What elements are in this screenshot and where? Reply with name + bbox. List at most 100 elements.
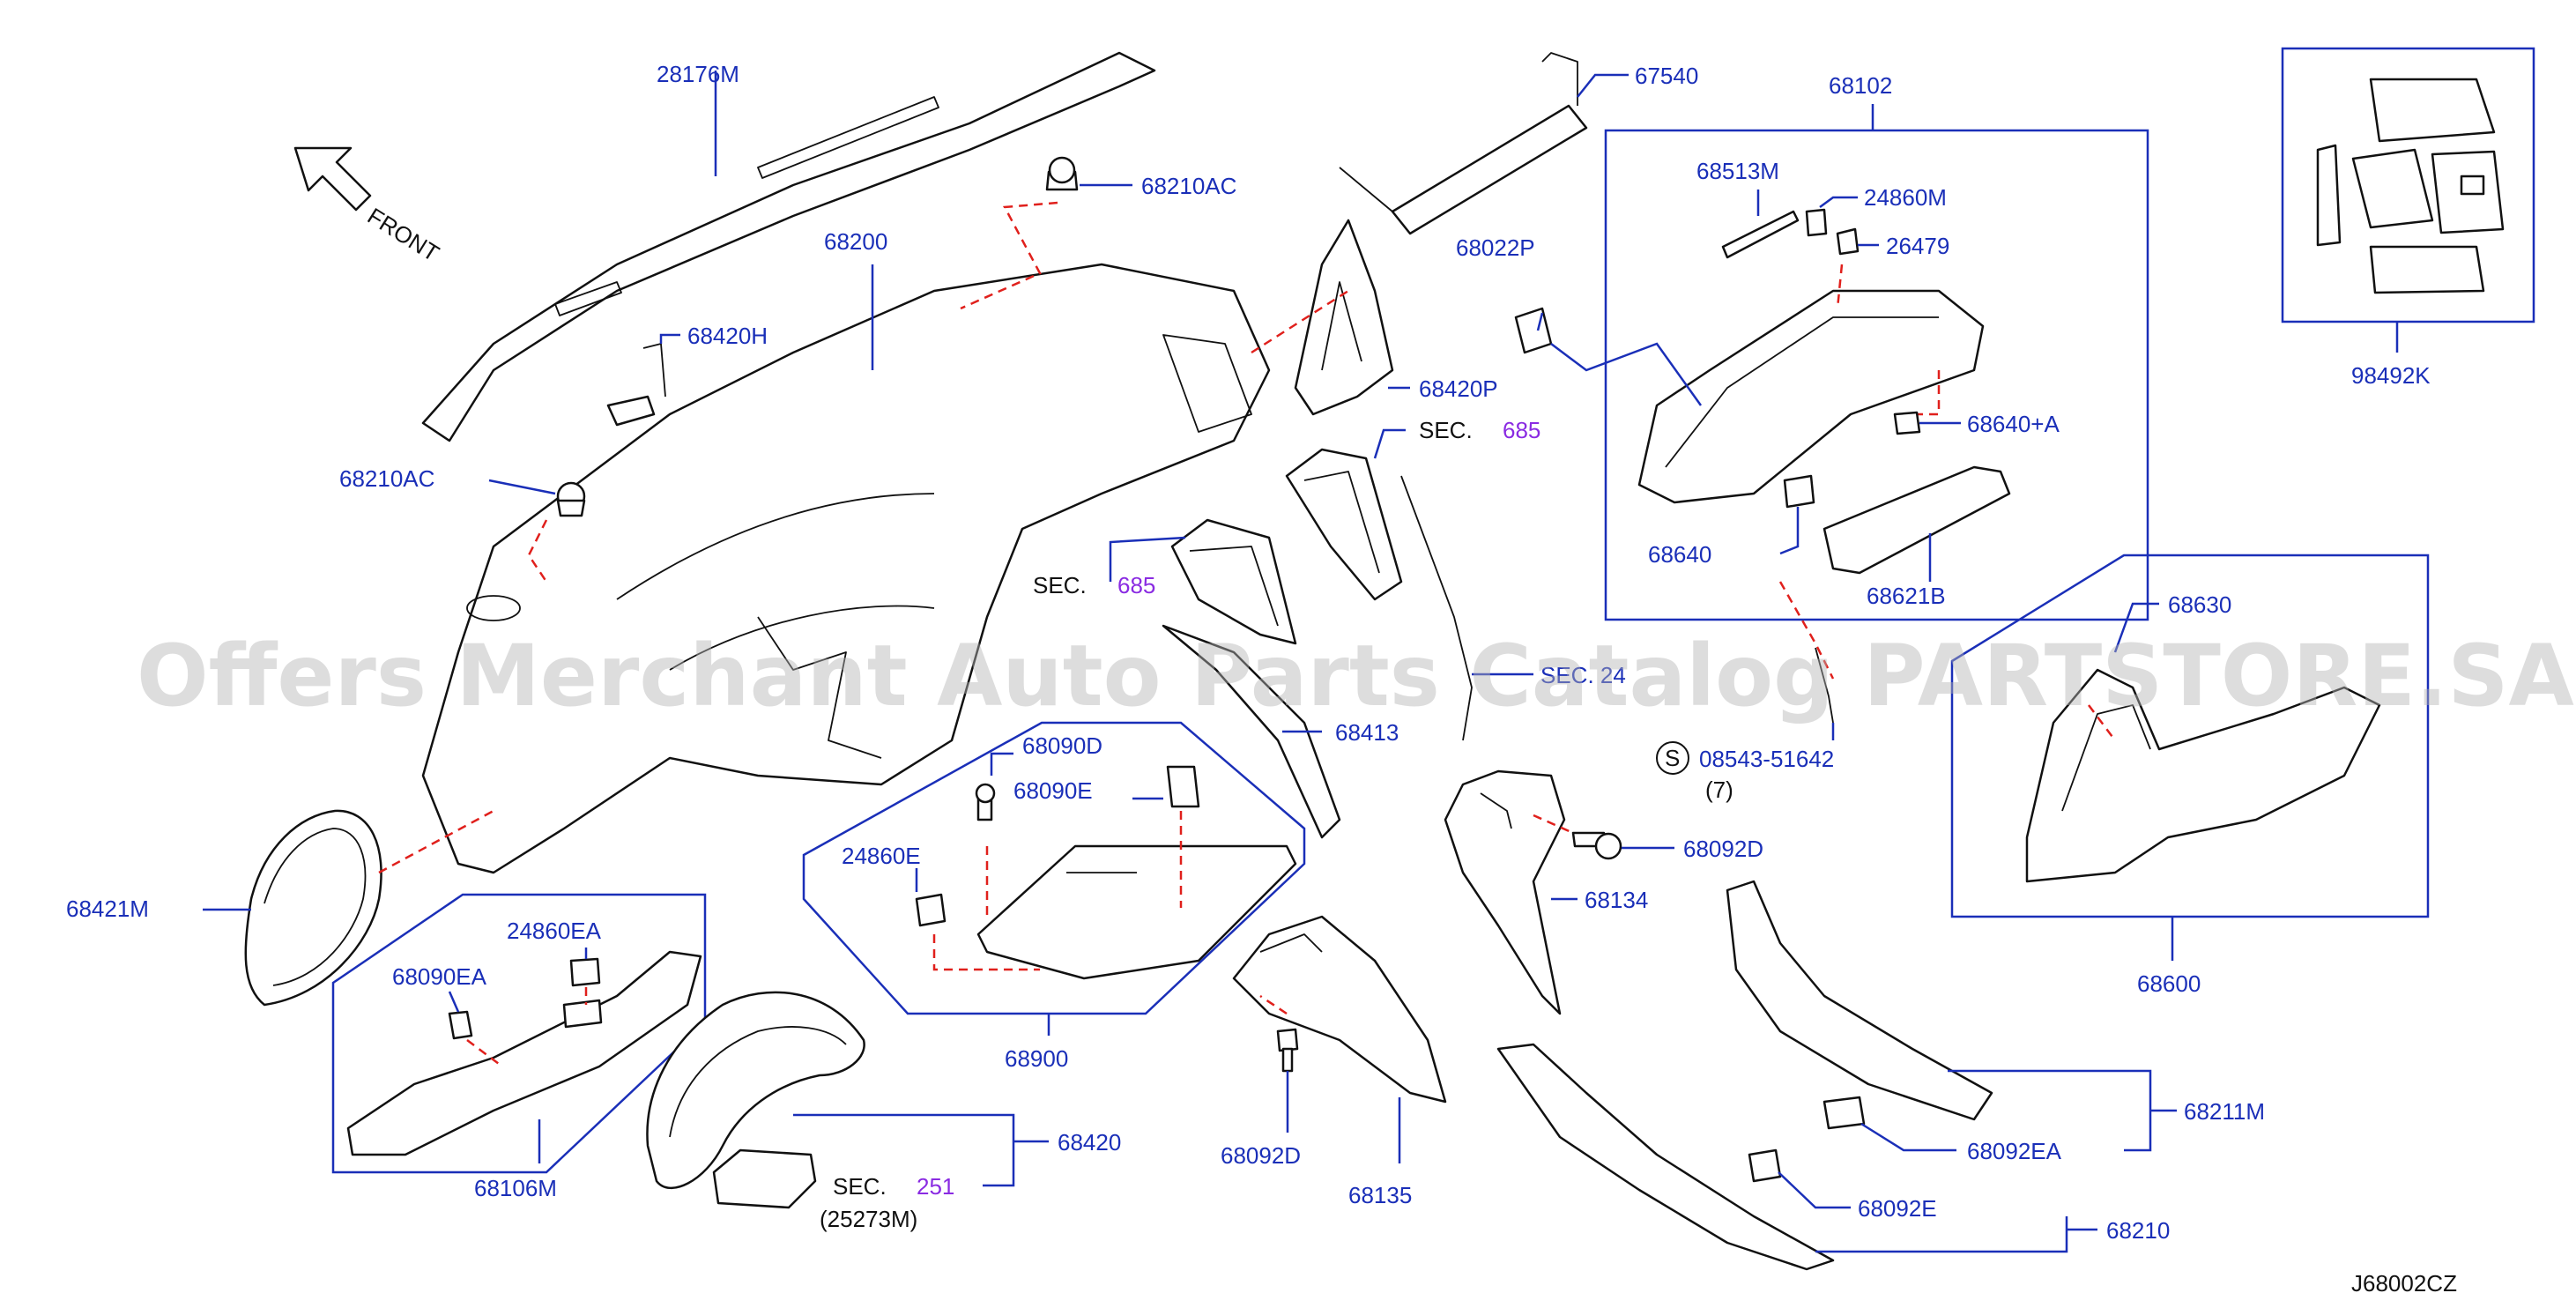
label-68413: 68413 bbox=[1335, 719, 1399, 746]
group-box-98492K bbox=[2281, 47, 2535, 323]
label-68210AC-top: 68210AC bbox=[1141, 173, 1236, 199]
part-68640-clip bbox=[1783, 474, 1815, 509]
dash-68135 bbox=[1259, 994, 1288, 1015]
leader-68210 bbox=[1815, 1216, 2097, 1253]
part-68090D-screw bbox=[975, 783, 996, 821]
dash-68134 bbox=[1533, 814, 1574, 835]
part-68900-panel bbox=[976, 844, 1297, 980]
label-68134: 68134 bbox=[1585, 887, 1648, 913]
group-box-68900 bbox=[802, 721, 1306, 1015]
part-68106M-trim bbox=[346, 950, 702, 1156]
sec-ref-685-b: 685 bbox=[1117, 572, 1155, 598]
leader-sec685-a bbox=[1373, 428, 1406, 459]
label-68090D: 68090D bbox=[1022, 732, 1102, 759]
leader-68092EA bbox=[1860, 1122, 1956, 1152]
sec-label-b: SEC. bbox=[1033, 572, 1087, 598]
label-25273M: (25273M) bbox=[820, 1206, 917, 1232]
part-68134-trim bbox=[1444, 769, 1566, 1015]
part-68210AC-clip-left bbox=[556, 481, 586, 517]
label-68022P: 68022P bbox=[1456, 234, 1535, 261]
leader-68092E bbox=[1778, 1171, 1851, 1209]
part-68420H-bracket bbox=[606, 343, 666, 427]
label-68640: 68640 bbox=[1648, 541, 1711, 568]
label-24860EA: 24860EA bbox=[507, 918, 602, 944]
part-98492K-kit bbox=[2316, 78, 2505, 294]
part-68420P-panel bbox=[1294, 219, 1394, 416]
label-67540: 67540 bbox=[1635, 63, 1698, 89]
label-68135: 68135 bbox=[1348, 1182, 1412, 1208]
sec-label-251: SEC. bbox=[833, 1173, 887, 1200]
label-68630: 68630 bbox=[2168, 591, 2231, 618]
label-68200: 68200 bbox=[824, 228, 887, 255]
label-68090E: 68090E bbox=[1013, 777, 1093, 804]
part-28176M-panel bbox=[421, 51, 1156, 442]
label-68092D-right: 68092D bbox=[1683, 836, 1763, 862]
group-box-68102 bbox=[1604, 129, 2149, 621]
diagram-id: J68002CZ bbox=[2351, 1270, 2457, 1297]
dash-68210AC-top bbox=[960, 201, 1058, 310]
leader-68090D bbox=[990, 752, 1013, 776]
dash-68900 bbox=[932, 811, 1183, 971]
part-68210AC-clip-top bbox=[1045, 156, 1079, 191]
part-duct-lower bbox=[1170, 518, 1297, 645]
label-68420H: 68420H bbox=[687, 323, 768, 349]
label-bolt-code: 08543-51642 bbox=[1699, 746, 1834, 772]
part-68211M-trim bbox=[1726, 880, 1993, 1121]
sec-ref-251: 251 bbox=[917, 1173, 954, 1200]
label-26479: 26479 bbox=[1886, 233, 1949, 259]
leader-24860M bbox=[1819, 196, 1858, 209]
part-68420-hood bbox=[646, 991, 865, 1190]
leader-67540 bbox=[1577, 73, 1629, 98]
label-68420: 68420 bbox=[1058, 1129, 1121, 1156]
label-68210: 68210 bbox=[2106, 1217, 2170, 1244]
label-68090EA: 68090EA bbox=[392, 963, 487, 990]
dash-68106M bbox=[466, 987, 588, 1067]
part-67540-rail bbox=[1339, 52, 1588, 235]
front-arrow-icon bbox=[293, 146, 372, 212]
label-68210AC-left: 68210AC bbox=[339, 465, 434, 492]
label-98492K: 98492K bbox=[2351, 362, 2431, 389]
label-68106M: 68106M bbox=[474, 1175, 557, 1201]
label-68092EA: 68092EA bbox=[1967, 1138, 2062, 1164]
label-68421M: 68421M bbox=[66, 896, 149, 922]
part-68102-glovebox bbox=[1637, 289, 1985, 504]
part-68092D-bolt-right bbox=[1571, 831, 1622, 860]
dash-bolt-link bbox=[1778, 581, 1835, 680]
leader-68420H bbox=[659, 333, 680, 344]
leader-68630 bbox=[2113, 602, 2159, 653]
leader-68211M bbox=[1948, 1069, 2177, 1152]
part-68640A-clip bbox=[1893, 411, 1921, 435]
part-duct-upper bbox=[1285, 448, 1403, 601]
part-68421M-bezel bbox=[244, 809, 382, 1007]
label-68900: 68900 bbox=[1005, 1045, 1068, 1072]
part-bolt-08543 bbox=[1815, 647, 1834, 724]
label-68600: 68600 bbox=[2137, 970, 2201, 997]
label-68420P: 68420P bbox=[1419, 375, 1498, 402]
dash-68210AC-left bbox=[527, 519, 548, 583]
leader-sec685-b bbox=[1109, 536, 1186, 582]
label-68621B: 68621B bbox=[1867, 583, 1946, 609]
part-68135-trim bbox=[1232, 915, 1447, 1104]
leader-68022P-b bbox=[1550, 342, 1703, 406]
part-68092EA-clip bbox=[1823, 1096, 1866, 1130]
watermark: Offers Merchant Auto Parts Catalog PARTS… bbox=[137, 627, 2574, 725]
bolt-symbol: S bbox=[1665, 745, 1680, 771]
label-68211M: 68211M bbox=[2184, 1098, 2265, 1125]
label-68513M: 68513M bbox=[1696, 158, 1779, 184]
leader-68090EA bbox=[448, 991, 460, 1013]
part-68090EA-clip bbox=[448, 1010, 473, 1040]
part-68210-trim bbox=[1496, 1043, 1835, 1271]
part-68092E-clip bbox=[1748, 1148, 1782, 1183]
part-68513M-pin bbox=[1721, 210, 1800, 259]
leader-68420 bbox=[793, 1113, 1015, 1150]
group-box-68600 bbox=[1950, 554, 2430, 918]
part-26479-lamp bbox=[1836, 227, 1860, 256]
bolt-symbol-circle bbox=[1656, 741, 1689, 775]
part-68200-dashboard bbox=[421, 263, 1271, 874]
label-24860M: 24860M bbox=[1864, 184, 1947, 211]
part-68600-lid bbox=[2025, 668, 2381, 883]
label-68640A: 68640+A bbox=[1967, 411, 2060, 437]
label-28176M: 28176M bbox=[657, 61, 739, 87]
part-24860E-switch bbox=[915, 893, 947, 927]
